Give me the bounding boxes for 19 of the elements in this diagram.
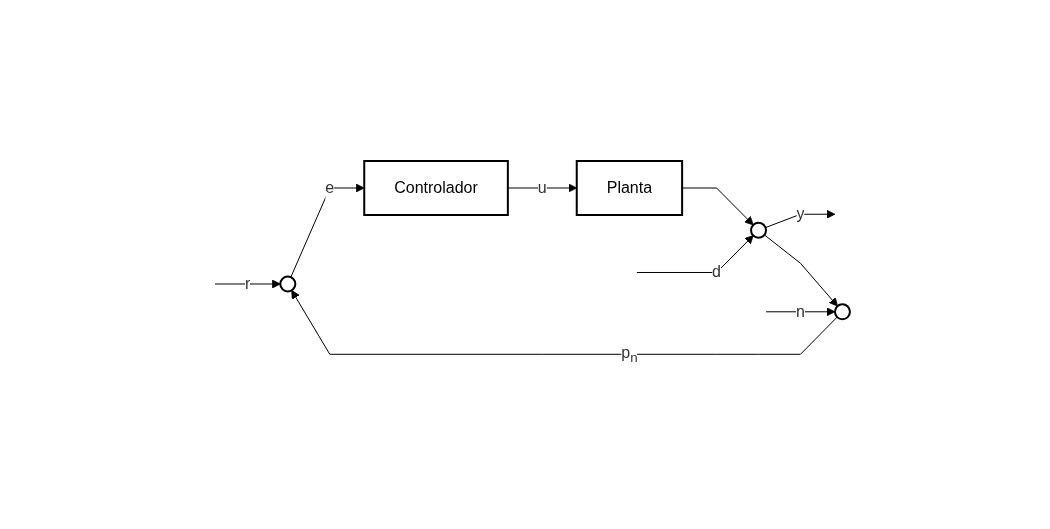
node-circle <box>279 275 297 293</box>
arrow <box>214 279 281 289</box>
edge-label: u <box>537 179 547 197</box>
arrow <box>636 235 754 274</box>
node-circle <box>750 221 768 239</box>
edge-label: e <box>325 179 335 197</box>
arrow <box>763 234 838 307</box>
edge-label: p$_{n}$ <box>621 343 638 365</box>
edge-label: d <box>712 263 722 281</box>
node-box: Controlador <box>363 160 509 217</box>
edge-label: r <box>245 275 251 293</box>
arrow <box>290 183 365 278</box>
edge-label: n <box>796 302 805 320</box>
node-circle <box>833 303 851 321</box>
node-box: Planta <box>575 160 684 217</box>
arrow <box>765 209 836 229</box>
arrow <box>291 290 838 355</box>
arrow <box>765 307 836 317</box>
edge-label: y <box>796 205 805 223</box>
